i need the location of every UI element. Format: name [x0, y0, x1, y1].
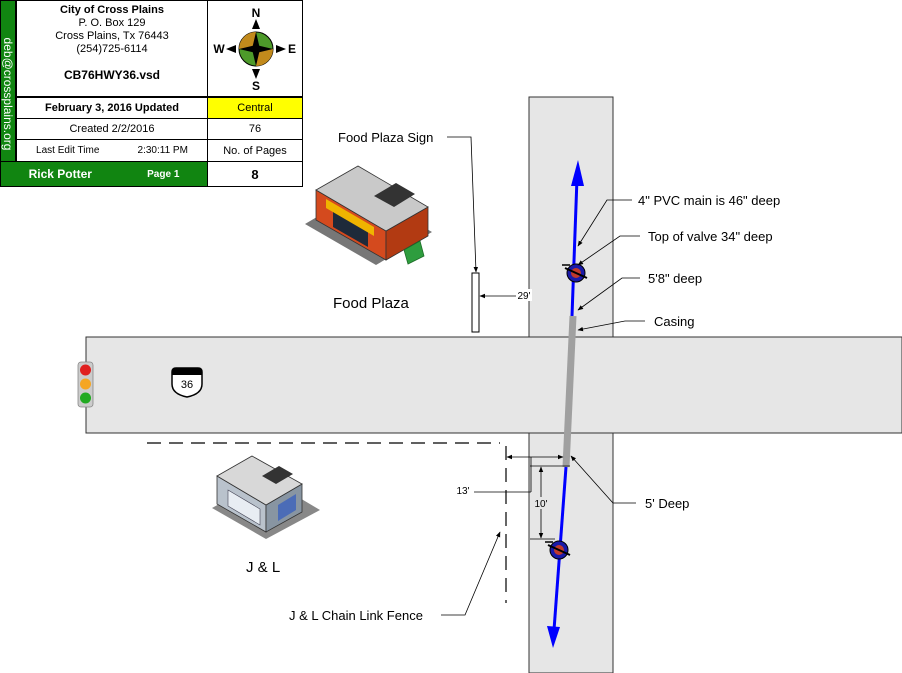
leader-sign	[447, 136, 479, 273]
compass-n: N	[252, 6, 261, 20]
leader-5ft	[570, 455, 636, 504]
highway-36-shield-icon: 36	[171, 367, 203, 398]
highway-36-road	[85, 336, 902, 434]
casing-pipe	[562, 315, 577, 468]
valve-north-icon	[562, 263, 588, 283]
dimension-10ft: 10'	[530, 465, 570, 540]
compass-w: W	[213, 42, 225, 56]
last-edit-label: Last Edit Time	[36, 145, 100, 156]
jl-building-icon	[212, 455, 320, 539]
dimension-13ft: 13'	[456, 454, 564, 497]
dimension-29ft: 29'	[479, 289, 532, 302]
created-cell: Created 2/2/2016	[16, 118, 208, 140]
highway-number: 36	[181, 379, 193, 391]
title-block: deb@crossplains.org City of Cross Plains…	[0, 0, 303, 187]
pages-count-cell: 8	[207, 161, 303, 187]
leader-pvc	[577, 199, 632, 247]
leader-58	[577, 277, 640, 311]
water-main-north-arrow	[571, 160, 584, 186]
leader-valve	[577, 235, 640, 266]
updated-cell: February 3, 2016 Updated	[16, 97, 208, 119]
side-email: deb@crossplains.org	[1, 37, 15, 150]
last-edit-time: 2:30:11 PM	[137, 145, 188, 156]
compass-rose-icon: N S W E	[213, 6, 296, 93]
label-jl: J & L	[246, 559, 280, 576]
author-name: Rick Potter	[28, 167, 92, 181]
traffic-signal-icon	[77, 361, 94, 408]
compass-e: E	[288, 42, 296, 56]
label-58-deep: 5'8" deep	[648, 271, 702, 286]
food-plaza-sign-post	[471, 272, 480, 333]
label-5ft-deep: 5' Deep	[645, 496, 689, 511]
org-name: City of Cross Plains	[60, 4, 164, 16]
leader-fence	[441, 531, 501, 616]
label-pvc-main: 4" PVC main is 46" deep	[638, 193, 780, 208]
email-sidebar: deb@crossplains.org	[0, 0, 16, 187]
compass-s: S	[252, 79, 260, 93]
page-label: Page 1	[147, 168, 180, 180]
dim-fence-gap: 13'	[456, 486, 469, 497]
address-line1: P. O. Box 129	[78, 17, 146, 29]
pages-label-cell: No. of Pages	[207, 139, 303, 162]
water-main-south-arrow	[547, 626, 560, 648]
valve-south-icon	[545, 540, 571, 560]
org-info: City of Cross Plains P. O. Box 129 Cross…	[16, 0, 208, 97]
dim-valve-gap: 10'	[534, 499, 547, 510]
zone-cell: Central	[207, 97, 303, 119]
label-casing: Casing	[654, 314, 694, 329]
water-main-north	[570, 177, 579, 317]
food-plaza-building-icon	[305, 165, 432, 265]
author-cell: Rick Potter Page 1	[0, 161, 208, 187]
label-fence: J & L Chain Link Fence	[289, 608, 423, 623]
last-edit-cell: Last Edit Time 2:30:11 PM	[16, 139, 208, 162]
file-name: CB76HWY36.vsd	[63, 68, 161, 82]
leader-casing	[577, 320, 645, 332]
address-line2: Cross Plains, Tx 76443	[55, 30, 169, 42]
compass: N S W E	[207, 0, 303, 97]
label-food-plaza: Food Plaza	[333, 295, 410, 312]
label-valve-depth: Top of valve 34" deep	[648, 229, 773, 244]
label-food-plaza-sign: Food Plaza Sign	[338, 130, 433, 145]
phone: (254)725-6114	[76, 43, 148, 55]
number-cell: 76	[207, 118, 303, 140]
dim-sign-gap: 29'	[517, 291, 530, 302]
